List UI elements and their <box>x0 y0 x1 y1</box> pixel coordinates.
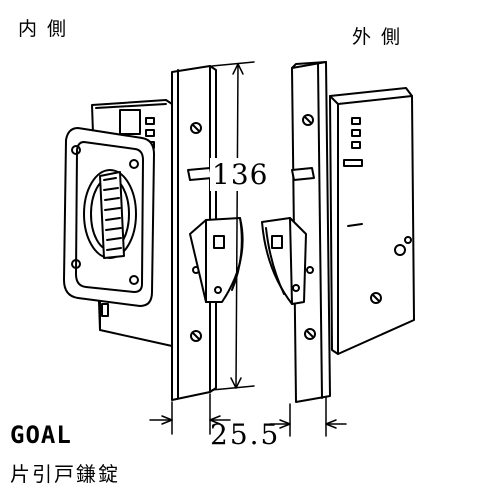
inner-hook-bolt <box>190 218 243 302</box>
width-dimension-label: 25.5 <box>210 418 281 451</box>
thumb-turn-knob <box>84 170 136 258</box>
outer-hook-bolt <box>262 218 306 304</box>
product-name-label: 片引戸鎌錠 <box>10 462 120 486</box>
outer-lock-case <box>330 88 414 354</box>
width-dimension-line <box>150 394 346 436</box>
outer-side-label: 外側 <box>352 26 411 48</box>
height-dimension-line <box>212 62 254 390</box>
brand-label: GOAL <box>10 421 72 449</box>
height-dimension-label: 136 <box>210 158 271 191</box>
outer-faceplate <box>292 62 330 402</box>
inner-side-label: 内側 <box>18 18 77 40</box>
